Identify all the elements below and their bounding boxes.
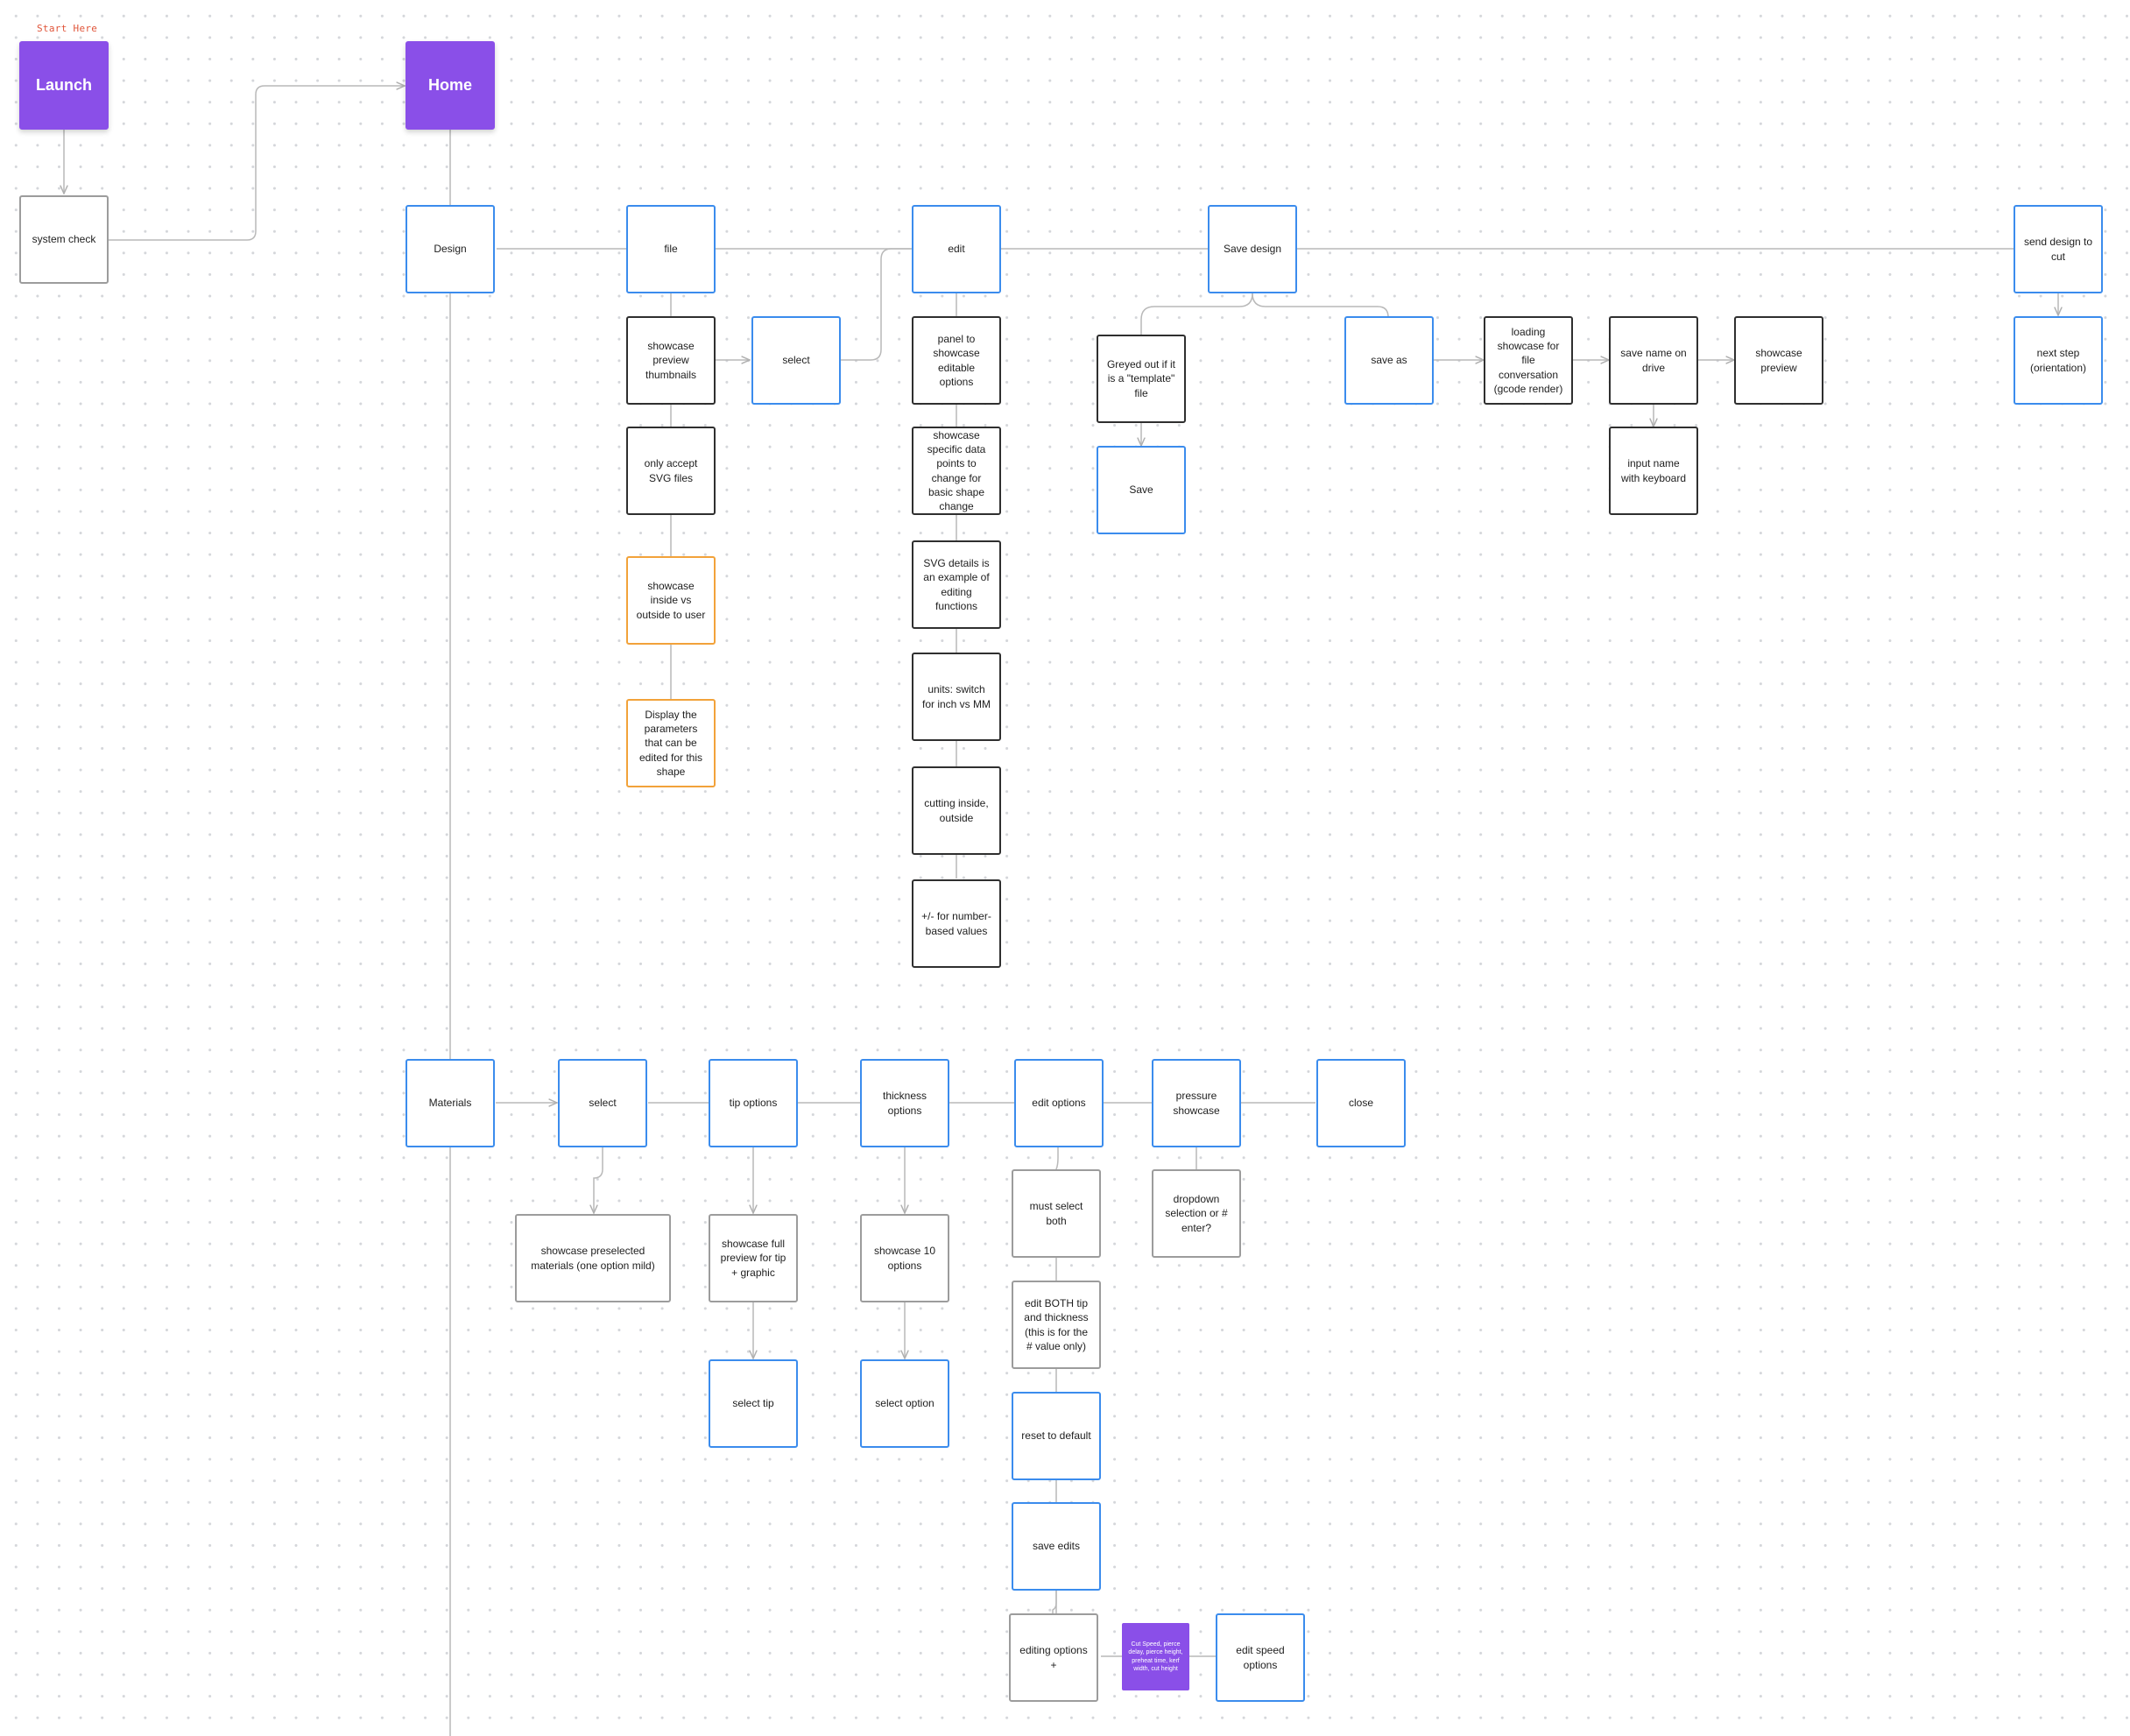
edge-save-design-greyed — [1140, 293, 1253, 335]
edit-speed-options-node[interactable]: edit speed options — [1216, 1613, 1305, 1702]
greyed-out-node[interactable]: Greyed out if it is a "template" file — [1097, 335, 1186, 423]
home-node[interactable]: Home — [406, 41, 495, 130]
showcase-full-preview-node[interactable]: showcase full preview for tip + graphic — [709, 1214, 798, 1302]
file-node[interactable]: file — [626, 205, 716, 293]
edge-select-preselected — [594, 1147, 603, 1213]
only-accept-svg-node[interactable]: only accept SVG files — [626, 427, 716, 515]
showcase-preview-thumbnails-node[interactable]: showcase preview thumbnails — [626, 316, 716, 405]
tip-options-node[interactable]: tip options — [709, 1059, 798, 1147]
panel-editable-node[interactable]: panel to showcase editable options — [912, 316, 1001, 405]
svg-details-node[interactable]: SVG details is an example of editing fun… — [912, 540, 1001, 629]
send-design-node[interactable]: send design to cut — [2014, 205, 2103, 293]
display-parameters-node[interactable]: Display the parameters that can be edite… — [626, 699, 716, 787]
pressure-showcase-node[interactable]: pressure showcase — [1152, 1059, 1241, 1147]
materials-node[interactable]: Materials — [406, 1059, 495, 1147]
must-select-both-node[interactable]: must select both — [1012, 1169, 1101, 1258]
edge-system-check-home — [109, 86, 405, 241]
cut-speed-note: Cut Speed, pierce delay, pierce height, … — [1122, 1623, 1189, 1690]
select-option-node[interactable]: select option — [860, 1359, 949, 1448]
design-node[interactable]: Design — [406, 205, 495, 293]
launch-node[interactable]: Launch — [19, 41, 109, 130]
edge-save-edits-editing — [1052, 1590, 1057, 1613]
edit-options-node[interactable]: edit options — [1014, 1059, 1104, 1147]
showcase-data-points-node[interactable]: showcase specific data points to change … — [912, 427, 1001, 515]
reset-default-node[interactable]: reset to default — [1012, 1392, 1101, 1480]
save-name-drive-node[interactable]: save name on drive — [1609, 316, 1698, 405]
select-design-node[interactable]: select — [751, 316, 841, 405]
loading-showcase-node[interactable]: loading showcase for file conversation (… — [1484, 316, 1573, 405]
showcase-10-options-node[interactable]: showcase 10 options — [860, 1214, 949, 1302]
close-node[interactable]: close — [1316, 1059, 1406, 1147]
edit-node[interactable]: edit — [912, 205, 1001, 293]
edge-select-edit — [841, 248, 911, 361]
thickness-options-node[interactable]: thickness options — [860, 1059, 949, 1147]
edge-edit-options-column — [1055, 1147, 1059, 1613]
system-check-node[interactable]: system check — [19, 195, 109, 284]
select-materials-node[interactable]: select — [558, 1059, 647, 1147]
edge-save-design-save-as — [1252, 293, 1389, 318]
units-switch-node[interactable]: units: switch for inch vs MM — [912, 653, 1001, 741]
dropdown-selection-node[interactable]: dropdown selection or # enter? — [1152, 1169, 1241, 1258]
showcase-preselected-node[interactable]: showcase preselected materials (one opti… — [515, 1214, 671, 1302]
cutting-inside-node[interactable]: cutting inside, outside — [912, 766, 1001, 855]
editing-options-node[interactable]: editing options + — [1009, 1613, 1098, 1702]
select-tip-node[interactable]: select tip — [709, 1359, 798, 1448]
plus-minus-node[interactable]: +/- for number-based values — [912, 879, 1001, 968]
save-design-node[interactable]: Save design — [1208, 205, 1297, 293]
save-node[interactable]: Save — [1097, 446, 1186, 534]
next-step-node[interactable]: next step (orientation) — [2014, 316, 2103, 405]
showcase-inside-outside-node[interactable]: showcase inside vs outside to user — [626, 556, 716, 645]
save-edits-node[interactable]: save edits — [1012, 1502, 1101, 1591]
save-as-node[interactable]: save as — [1344, 316, 1434, 405]
edit-both-node[interactable]: edit BOTH tip and thickness (this is for… — [1012, 1281, 1101, 1369]
start-here-label: Start Here — [37, 23, 98, 34]
input-name-keyboard-node[interactable]: input name with keyboard — [1609, 427, 1698, 515]
showcase-preview-node[interactable]: showcase preview — [1734, 316, 1823, 405]
